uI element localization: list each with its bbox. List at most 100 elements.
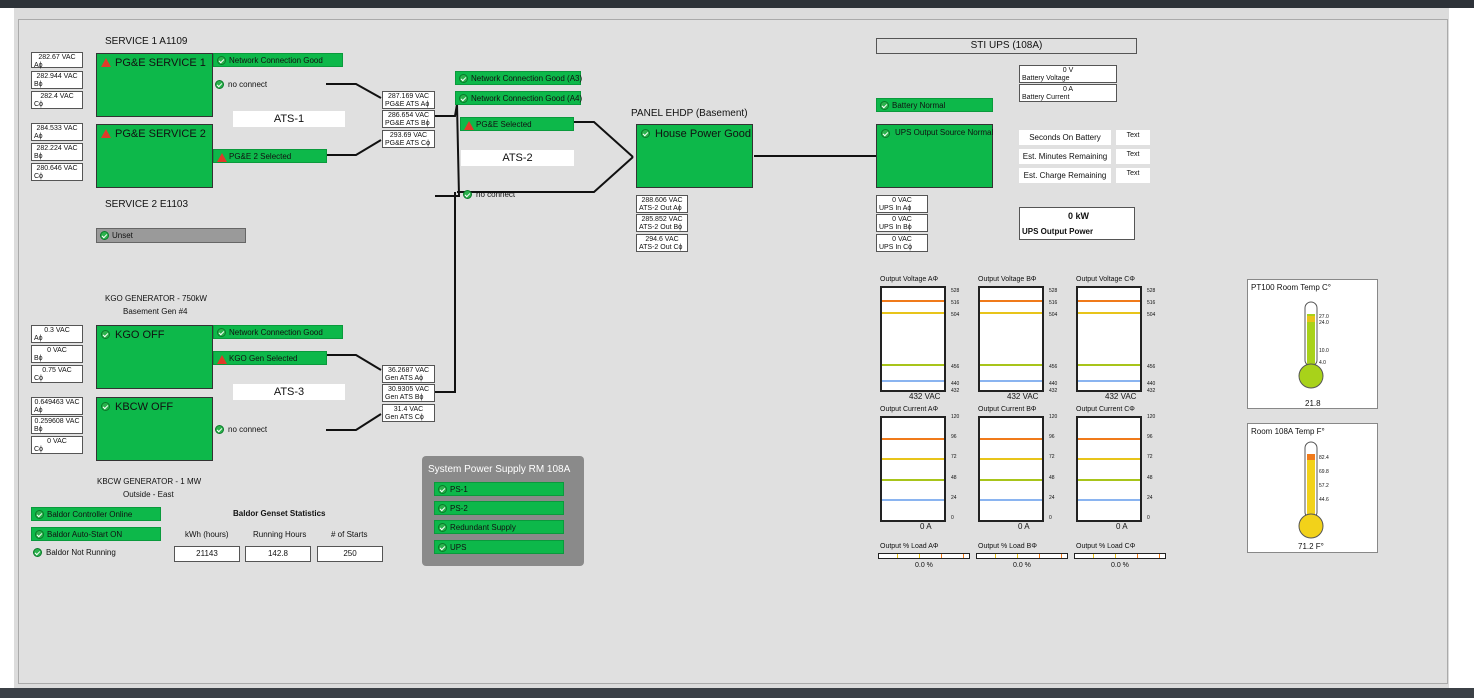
- voltage-tick: 504: [1049, 312, 1058, 318]
- check-icon: [215, 80, 224, 89]
- right-margin: [1449, 8, 1458, 688]
- current-tick: 0: [951, 515, 954, 521]
- unset-status: Unset: [96, 228, 246, 243]
- voltage-value: 432 VAC: [1007, 392, 1039, 401]
- threshold-line: [882, 499, 944, 501]
- baldor-autostart: Baldor Auto-Start ON: [31, 527, 161, 541]
- voltage-tick: 456: [1049, 364, 1058, 370]
- ups-source-box[interactable]: UPS Output Source Normal: [876, 124, 993, 188]
- check-icon: [215, 425, 224, 434]
- kgo-selected-label: KGO Gen Selected: [229, 354, 298, 363]
- ats3-va-label: Gen ATS Aϕ: [385, 375, 424, 382]
- threshold-line: [882, 458, 944, 460]
- load-bar-segment: [1017, 554, 1018, 558]
- baldor-autostart-label: Baldor Auto-Start ON: [47, 530, 123, 539]
- pt100-tick: 27.0: [1319, 314, 1329, 320]
- room108a-tick: 69.8: [1319, 469, 1329, 475]
- ups-output-power: 0 kW UPS Output Power: [1019, 207, 1135, 240]
- current-value: 0 A: [1018, 522, 1030, 531]
- room108a-thermometer: [1298, 441, 1324, 539]
- load-bar: [1074, 553, 1166, 559]
- kbcw-va-value: 0.649463 VAC: [34, 399, 80, 406]
- minutes-remaining-value: Text: [1116, 149, 1150, 164]
- load-bar-segment: [1061, 554, 1062, 558]
- voltage-tick: 504: [1147, 312, 1156, 318]
- current-value: 0 A: [1116, 522, 1128, 531]
- s2-va-value: 284.533 VAC: [36, 125, 78, 132]
- house-power-label: House Power Good: [655, 128, 751, 140]
- pge-service1-box[interactable]: PG&E SERVICE 1: [96, 53, 213, 117]
- ats3-vb-value: 30.9305 VAC: [387, 386, 430, 393]
- pge-service2-box[interactable]: PG&E SERVICE 2: [96, 124, 213, 188]
- current-tick: 48: [1049, 475, 1055, 481]
- check-icon: [217, 56, 226, 65]
- sps-title: System Power Supply RM 108A: [428, 464, 571, 475]
- ats2-selected: PG&E Selected: [460, 117, 574, 131]
- kwh-header: kWh (hours): [185, 530, 229, 539]
- s1-vc-label: Cϕ: [34, 101, 43, 108]
- kbcw-subtitle: Outside - East: [123, 490, 174, 499]
- current-gauge: [1076, 416, 1142, 522]
- ups-kw-value: 0 kW: [1068, 211, 1090, 221]
- voltage-tick: 504: [951, 312, 960, 318]
- house-power-box[interactable]: House Power Good: [636, 124, 753, 188]
- load-bar-segment: [1115, 554, 1116, 558]
- s1-vb-label: Bϕ: [34, 81, 43, 88]
- ups-in-a-label: UPS In Aϕ: [879, 205, 912, 212]
- top-bar: [0, 0, 1474, 8]
- threshold-line: [882, 300, 944, 302]
- ats2-label: ATS-2: [461, 150, 574, 166]
- room108a-thermometer-panel: Room 108A Temp F° 82.4 69.8 57.2 44.6 71…: [1247, 423, 1378, 553]
- threshold-line: [980, 300, 1042, 302]
- load-bar: [878, 553, 970, 559]
- warning-icon: [217, 355, 227, 364]
- battery-normal-label: Battery Normal: [892, 101, 946, 110]
- check-icon: [880, 101, 889, 110]
- voltage-tick: 516: [1049, 300, 1058, 306]
- ats2-net-a4: Network Connection Good (A4): [455, 91, 582, 105]
- panel-title: PANEL EHDP (Basement): [631, 108, 748, 119]
- current-gauge: [880, 416, 946, 522]
- s2-vc-value: 280.646 VAC: [36, 165, 78, 172]
- sps-item: PS-2: [434, 501, 564, 515]
- ups-title: STI UPS (108A): [876, 38, 1137, 54]
- room108a-tick: 44.6: [1319, 497, 1329, 503]
- check-icon: [438, 504, 447, 513]
- kbcw-vb-label: Bϕ: [34, 426, 43, 433]
- threshold-line: [882, 312, 944, 314]
- s1-va-value: 282.67 VAC: [38, 54, 76, 61]
- load-bar-segment: [1039, 554, 1040, 558]
- pt100-value: 21.8: [1305, 399, 1321, 408]
- ats3-vb-label: Gen ATS Bϕ: [385, 394, 424, 401]
- ats1-vb-label: PG&E ATS Bϕ: [385, 120, 430, 127]
- s1-network-status: Network Connection Good: [213, 53, 343, 67]
- running-hours-value: 142.8: [245, 546, 311, 562]
- s2-vb-label: Bϕ: [34, 153, 43, 160]
- check-icon: [459, 94, 468, 103]
- load-bar-segment: [963, 554, 964, 558]
- scrollbar[interactable]: [1458, 8, 1474, 688]
- panel-vc-value: 294.6 VAC: [645, 236, 679, 243]
- baldor-online: Baldor Controller Online: [31, 507, 161, 521]
- panel-vb-label: ATS-2 Out Bϕ: [639, 224, 683, 231]
- kbcw-box[interactable]: KBCW OFF: [96, 397, 213, 461]
- baldor-stats-title: Baldor Genset Statistics: [233, 509, 326, 518]
- kgo-vc-label: Cϕ: [34, 375, 43, 382]
- kgo-box[interactable]: KGO OFF: [96, 325, 213, 389]
- ats1-vb-value: 286.654 VAC: [387, 112, 430, 119]
- current-value: 0 A: [920, 522, 932, 531]
- check-icon: [459, 74, 468, 83]
- threshold-line: [980, 438, 1042, 440]
- current-gauge-title: Output Current BΦ: [978, 406, 1037, 413]
- load-value: 0.0 %: [1013, 562, 1031, 569]
- check-icon: [35, 510, 44, 519]
- threshold-line: [1078, 458, 1140, 460]
- ats3-vc-label: Gen ATS Cϕ: [385, 414, 424, 421]
- sps-item-label: PS-1: [450, 485, 468, 494]
- voltage-tick: 528: [1147, 288, 1156, 294]
